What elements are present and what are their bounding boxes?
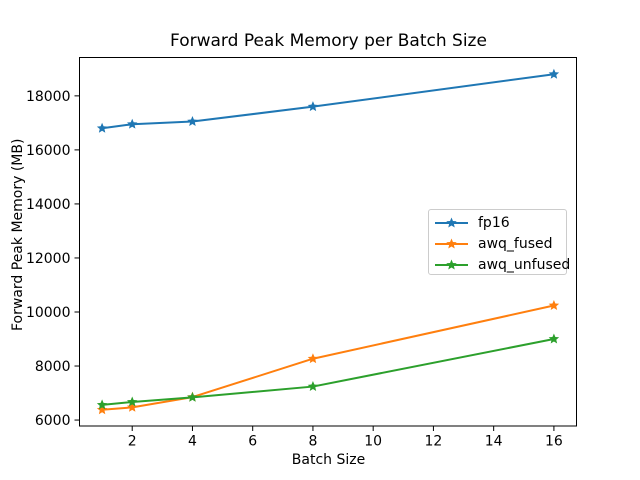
svg-text:4: 4 — [188, 434, 197, 450]
svg-text:12000: 12000 — [26, 251, 71, 267]
legend-label-fp16: fp16 — [478, 214, 510, 231]
svg-text:16000: 16000 — [26, 143, 71, 159]
chart-title: Forward Peak Memory per Batch Size — [170, 31, 487, 51]
line-star-marker-icon — [435, 238, 468, 248]
svg-text:6000: 6000 — [35, 413, 71, 429]
legend: fp16 awq_fused awq_unfused — [428, 209, 570, 275]
svg-text:18000: 18000 — [26, 89, 71, 105]
legend-label-awq-unfused: awq_unfused — [478, 256, 571, 273]
svg-text:8: 8 — [308, 434, 317, 450]
svg-text:6: 6 — [248, 434, 257, 450]
legend-label-awq-fused: awq_fused — [478, 235, 553, 252]
legend-item-awq-fused: awq_fused — [435, 233, 566, 254]
line-star-marker-icon — [435, 259, 468, 269]
x-axis-label: Batch Size — [291, 452, 366, 468]
svg-text:16: 16 — [545, 434, 563, 450]
svg-text:10000: 10000 — [26, 305, 71, 321]
svg-text:14: 14 — [485, 434, 503, 450]
svg-text:2: 2 — [128, 434, 137, 450]
svg-text:10: 10 — [364, 434, 382, 450]
legend-item-fp16: fp16 — [435, 212, 566, 233]
y-axis-label: Forward Peak Memory (MB) — [10, 138, 26, 331]
line-star-marker-icon — [435, 217, 468, 227]
legend-item-awq-unfused: awq_unfused — [435, 254, 570, 275]
svg-text:14000: 14000 — [26, 197, 71, 213]
svg-text:8000: 8000 — [35, 359, 71, 375]
svg-text:12: 12 — [425, 434, 443, 450]
